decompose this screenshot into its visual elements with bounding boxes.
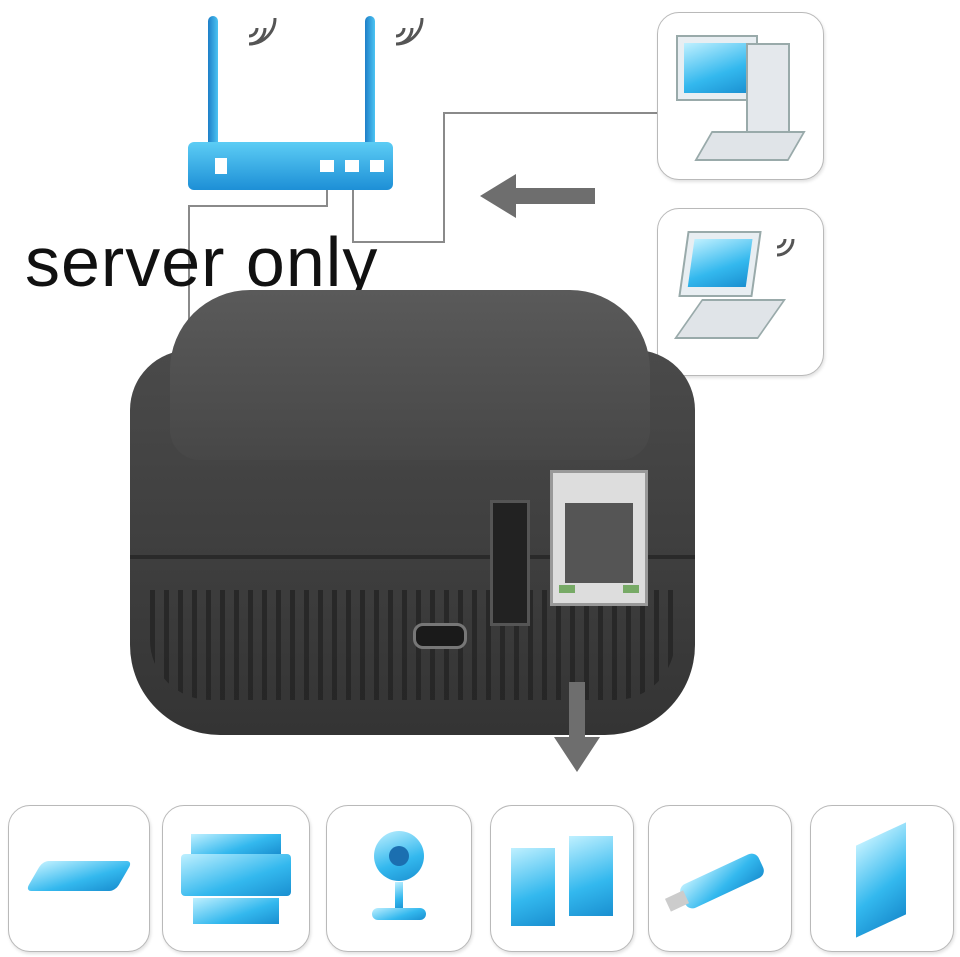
cable [352, 180, 354, 242]
cable [443, 112, 657, 114]
external-drive-icon [810, 805, 954, 952]
wifi-icon [248, 17, 277, 46]
cable [443, 112, 445, 243]
usb-a-port [490, 500, 530, 626]
speakers-icon [490, 805, 634, 952]
wifi-icon [776, 238, 795, 257]
cable [326, 180, 328, 207]
ethernet-port [550, 470, 648, 606]
usb-stick-icon [648, 805, 792, 952]
laptop-icon [657, 208, 824, 376]
cable [188, 205, 190, 350]
storage-drive-icon [8, 805, 150, 952]
caption-text: server only [25, 223, 379, 301]
usb-c-port [413, 623, 467, 649]
printer-icon [162, 805, 310, 952]
vent-slots [150, 590, 675, 700]
cable [188, 205, 326, 207]
arrow-down-icon [554, 682, 600, 772]
arrow-left-icon [480, 174, 595, 218]
webcam-icon [326, 805, 472, 952]
desktop-computer-icon [657, 12, 824, 180]
router-icon [185, 10, 445, 195]
cable [352, 241, 444, 243]
wifi-icon [395, 17, 424, 46]
print-server-device [130, 290, 695, 735]
